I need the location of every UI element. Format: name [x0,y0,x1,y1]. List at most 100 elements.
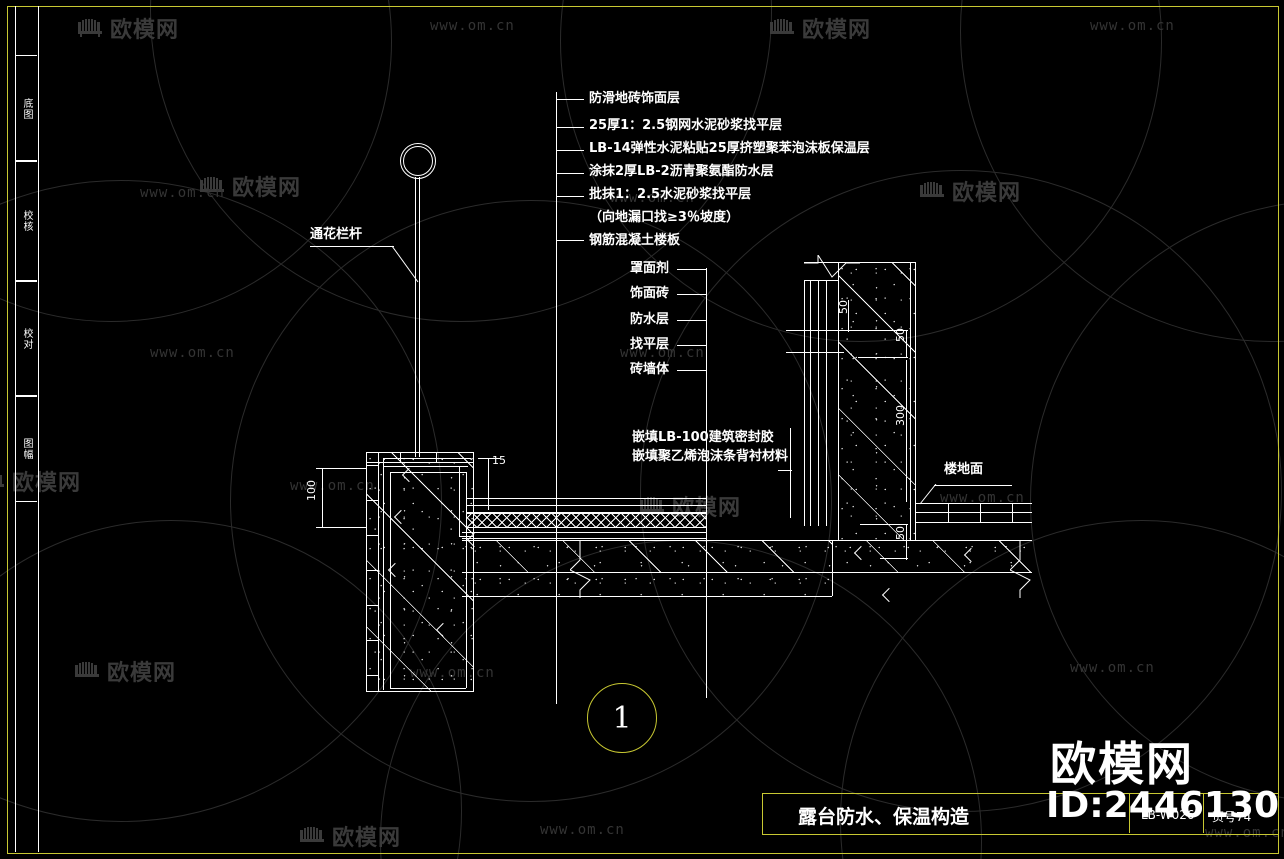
floor-surface-label: 楼地面 [944,462,984,477]
margin-cell-0: 底图 [15,55,37,162]
margin-cell-1: 校核 [15,160,37,282]
roof-layer-label-6: 钢筋混凝土楼板 [589,233,681,248]
drawing-title: 露台防水、保温构造 [798,806,970,828]
wall-layer-label-3: 找平层 [630,337,670,352]
wall-waterproof-line [818,280,819,526]
membrane-over-parapet [383,458,471,459]
dim-50-side-line [906,330,907,358]
railing-leader-diagonal [392,245,419,283]
roof-layer-label-0: 防滑地砖饰面层 [589,91,681,106]
parapet-course-tick [366,570,378,571]
handrail-circle-icon [400,143,436,179]
edge-beam-fill [462,572,832,596]
wall-layer-label-1: 饰面砖 [630,286,670,301]
dim-300-text: 300 [894,405,907,426]
roof-leader-tick [556,99,584,100]
upstand-notch-line-2 [786,330,844,331]
sealant-leader-spine [790,428,791,518]
sealant-leader-tick [778,470,792,471]
wall-screed-line [826,280,827,526]
brick-wall-finish-line [910,262,911,540]
floor-surface-leader-diagonal [920,484,937,505]
margin-cell-label: 校核 [21,210,32,232]
wall-leader-tick [677,370,707,371]
deck-waterproof-line [462,532,706,533]
break-line-symbol [570,540,591,598]
deck-screed-line [466,512,706,513]
parapet-course-tick [366,500,378,501]
margin-cell-3: 图幅 [15,395,37,502]
wall-layer-label-2: 防水层 [630,312,670,327]
deck-insulation-top [466,513,706,514]
membrane-inner-face [390,472,391,688]
roof-slab-bottom [462,572,832,573]
parapet-course-tick [366,675,378,676]
parapet-coping-tick [400,452,401,462]
edge-beam-right-face [832,540,833,596]
roof-leader-tick [556,196,584,197]
dim-15-ext [478,458,500,459]
roof-slab-top [462,540,832,541]
roof-layer-label-5: （向地漏口找≥3％坡度） [589,210,739,225]
parapet-inner-face [378,452,379,692]
roof-layer-label-4: 批抹1：2.5水泥砂浆找平层 [589,187,752,202]
parapet-course-tick [366,605,378,606]
wall-leader-tick [677,269,707,270]
dim-50-side-ext-bottom [858,357,908,358]
roof-slab-right-top [832,540,1032,541]
sealant-label-0: 嵌填LB-100建筑密封胶 [632,430,774,445]
parapet-coping-tick [436,452,437,462]
deck-insulation-hatch [466,514,706,527]
membrane-over-parapet-2 [383,466,468,467]
brand-overlay-text: 欧模网 [1050,737,1194,791]
roof-layer-label-3: 涂抹2厚LB-2沥青聚氨酯防水层 [589,164,774,179]
deck-tile-top [466,498,706,499]
deck-insulation-bottom [466,527,706,528]
parapet-course-tick [366,535,378,536]
floor-tile-joint [948,503,949,522]
membrane-left-face [383,458,384,690]
left-margin-strip [15,6,39,852]
membrane-inner-top [390,472,466,473]
floor-surface-leader-h [934,485,1012,486]
wall-tile-outer [804,280,805,526]
parapet-inner-base [390,688,466,689]
parapet-course-tick [366,465,378,466]
detail-bubble-number: 1 [612,700,632,736]
margin-cell-2: 校对 [15,280,37,397]
brand-overlay-id: ID:2446130 [1046,785,1280,826]
dim-100-line [322,468,323,528]
wall-leader-tick [677,320,707,321]
floor-finish-bottom [916,522,1032,523]
dim-50-side-ext-top [844,330,908,331]
roof-layer-label-2: LB-14弹性水泥粘贴25厚挤塑聚苯泡沫板保温层 [589,141,870,156]
parapet-outline-bottom [366,691,474,692]
floor-finish-mid [916,512,1032,513]
detail-bubble[interactable]: 1 [587,683,657,753]
roof-leader-tick [556,173,584,174]
title-block-divider [1203,793,1204,833]
membrane-turn-down-2 [459,466,460,536]
wall-tile-inner [810,280,811,526]
margin-cell-label: 底图 [21,97,32,120]
title-block-divider [1129,793,1130,833]
roof-slab-right-bottom [832,572,1032,573]
wall-leader-tick [677,345,707,346]
roof-layer-label-1: 25厚1：2.5钢网水泥砂浆找平层 [589,118,783,133]
wall-layer-label-4: 砖墙体 [630,362,670,377]
dim-upstand-top-text: 50 [837,300,850,314]
wall-leader-tick [677,294,707,295]
parapet-outline-left [366,452,367,692]
deck-levelling-line [462,538,706,539]
dim-15-text: 15 [492,454,506,467]
handrail-circle-inner-icon [403,146,433,176]
roof-slab-right-hatch [832,540,1032,572]
railing-label: 通花栏杆 [310,227,363,242]
dim-100-ext-top [316,468,366,469]
floor-finish-top [916,503,1032,504]
dim-step-text: 50 [894,526,907,540]
dim-step-line [906,524,907,560]
dim-100-text: 100 [305,480,318,501]
sealant-label-1: 嵌填聚乙烯泡沫条背衬材料 [632,449,789,464]
